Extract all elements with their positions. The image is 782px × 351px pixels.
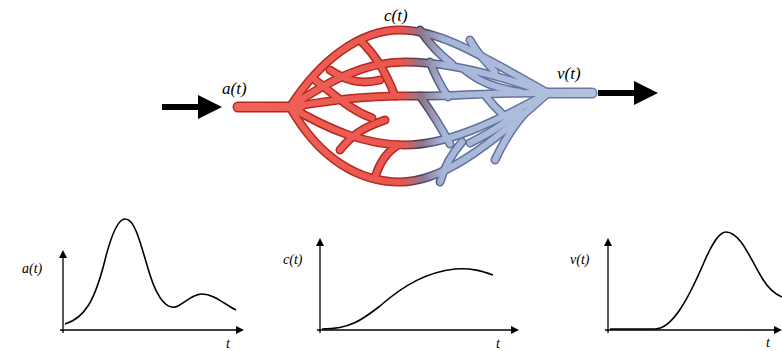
axis-label: t — [226, 337, 230, 351]
axis-label: v(t) — [570, 253, 589, 267]
axis-label: t — [496, 337, 500, 351]
flow-arrow — [162, 104, 200, 110]
arrow-head — [634, 81, 658, 105]
vessel — [290, 62, 548, 107]
axis-label: t — [766, 336, 770, 350]
vessel-outline — [545, 88, 592, 99]
vessel — [330, 70, 380, 82]
vessel — [315, 80, 372, 118]
vessel-outline — [470, 40, 495, 72]
vessel — [470, 40, 495, 72]
capillary-bed — [238, 30, 592, 182]
vessel — [420, 96, 450, 144]
arrow-head — [198, 95, 222, 119]
signal-curve — [65, 219, 782, 329]
axis-label: c(t) — [283, 253, 302, 267]
axis-label: a(t) — [22, 262, 42, 276]
signal-label: a(t) — [222, 80, 247, 97]
vessel — [375, 145, 398, 178]
vessel-outline — [290, 93, 548, 182]
vessel — [340, 120, 385, 150]
vessel — [420, 30, 452, 64]
vessel-outline — [375, 145, 398, 178]
vessel — [495, 113, 525, 160]
vessel — [290, 93, 548, 182]
vessel — [360, 40, 395, 96]
vessel — [545, 89, 592, 97]
flow-arrow — [598, 90, 636, 96]
signal-label: c(t) — [384, 7, 408, 24]
vessel — [465, 70, 520, 92]
vessel-outline — [420, 96, 450, 144]
vessel — [430, 62, 448, 97]
signal-label: v(t) — [557, 65, 581, 82]
vessel — [440, 142, 462, 182]
